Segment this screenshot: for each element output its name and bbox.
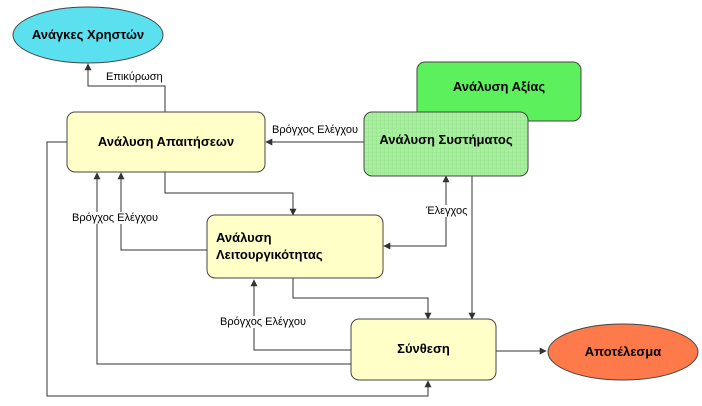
edge-label-validation: Επικύρωση [104,71,165,83]
edge-label-control-loop-bottom: Βρόγχος Ελέγχου [218,316,309,328]
edge-label-control-loop-left: Βρόγχος Ελέγχου [70,212,161,224]
node-system-analysis-label: Ανάλυση Συστήματος [379,131,513,147]
edge-label-control-loop-top: Βρόγχος Ελέγχου [270,124,361,136]
node-functional-label-line1: Ανάλυση [216,230,272,246]
edge-functional-to-synthesis [292,278,432,320]
node-user-needs-label: Ανάγκες Χρηστών [31,26,145,42]
node-functional-shape [206,214,384,279]
node-functional-label-line2: Λειτουργικότητας [216,246,323,262]
node-system-analysis-shape [363,111,529,177]
edge-functional-to-requirements-loop [117,172,207,251]
edge-validation [84,63,166,112]
edge-synthesis-to-functional-loop [250,279,351,351]
edge-label-control: Έλεγχος [424,205,470,217]
node-synthesis-label: Σύνθεση [397,341,450,357]
node-result-shape [547,323,699,381]
connectors [46,63,547,397]
edge-requirements-outer-loop [46,141,432,397]
node-functional-label: Ανάλυση Λειτουργικότητας [216,215,376,278]
node-synthesis-shape [350,318,497,381]
edge-control-system-functional [383,175,450,250]
node-requirements-shape [66,111,266,173]
edge-synthesis-to-requirements-loop [93,172,351,365]
node-user-needs-shape [12,6,164,64]
edge-requirements-to-functional [164,172,297,216]
node-value-analysis-label: Ανάλυση Αξίας [452,78,546,94]
node-result-label: Αποτέλεσμα [584,343,662,359]
node-requirements-label: Ανάλυση Απαιτήσεων [97,133,235,149]
